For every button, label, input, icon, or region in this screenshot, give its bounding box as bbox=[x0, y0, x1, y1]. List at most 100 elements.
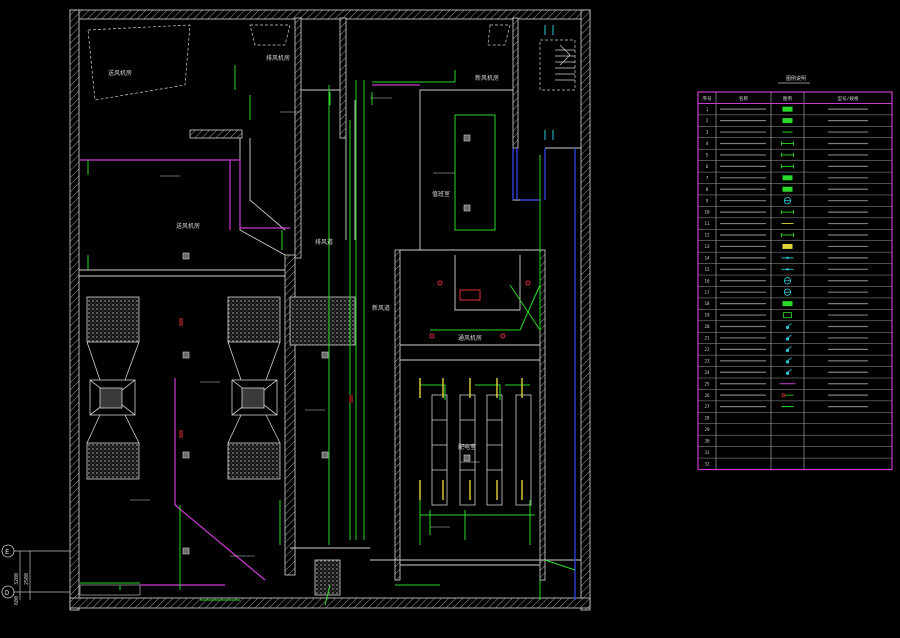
axis-markers: E D 3200 2500 600 bbox=[1, 544, 70, 605]
room-label: 配电室 bbox=[458, 443, 476, 451]
legend-row: 28 bbox=[704, 416, 710, 421]
legend-row: 30 bbox=[704, 439, 710, 444]
cable-tags bbox=[130, 97, 480, 557]
legend-row: 27 bbox=[704, 404, 868, 409]
legend-symbol-icon bbox=[782, 106, 793, 112]
legend-row: 11 bbox=[704, 221, 868, 226]
legend-row: 31 bbox=[704, 450, 710, 455]
legend-row-number: 18 bbox=[704, 301, 710, 306]
room-label: 值班室 bbox=[432, 190, 450, 198]
legend-symbol-icon bbox=[785, 346, 792, 352]
legend-row-number: 13 bbox=[704, 244, 710, 249]
legend-headers: 序号名称图例型号/规格 bbox=[702, 95, 859, 102]
legend-table: 图例说明 序号名称图例型号/规格 12345678910111213141516… bbox=[697, 75, 893, 471]
legend-row: 15 bbox=[704, 267, 868, 272]
legend-row-number: 25 bbox=[704, 381, 710, 386]
legend-row-number: 2 bbox=[706, 118, 709, 123]
legend-row: 2 bbox=[706, 118, 868, 123]
legend-row: 17 bbox=[704, 288, 868, 296]
legend-row: 21 bbox=[704, 334, 868, 341]
legend-grid bbox=[697, 91, 893, 471]
legend-row: 20 bbox=[704, 323, 868, 330]
axis-bubble-D bbox=[1, 585, 15, 599]
legend-row-number: 1 bbox=[706, 107, 709, 112]
axis-label-E: E bbox=[5, 548, 9, 556]
legend-row-number: 28 bbox=[704, 416, 710, 421]
legend-row-number: 27 bbox=[704, 404, 710, 409]
legend-row: 18 bbox=[704, 301, 868, 306]
legend-row: 24 bbox=[704, 368, 868, 375]
legend-symbol-icon bbox=[785, 323, 792, 330]
room-label: 通风机房 bbox=[458, 334, 482, 342]
legend-symbol-icon bbox=[782, 301, 793, 307]
legend-symbol-icon bbox=[781, 210, 794, 215]
legend-row: 29 bbox=[704, 427, 710, 432]
legend-row: 9 bbox=[706, 197, 868, 205]
legend-symbol-icon bbox=[781, 268, 794, 271]
legend-row-number: 5 bbox=[706, 153, 709, 158]
legend-row: 1 bbox=[706, 106, 868, 112]
room-label: 新风机房 bbox=[475, 74, 499, 82]
legend-row-number: 26 bbox=[704, 393, 710, 398]
fixtures bbox=[79, 134, 471, 596]
legend-rows: 1234567891011121314151617181920212223242… bbox=[704, 106, 868, 466]
legend-symbol-icon bbox=[785, 334, 792, 341]
legend-row-number: 12 bbox=[704, 233, 710, 238]
legend-title: 图例说明 bbox=[786, 75, 806, 82]
legend-row: 32 bbox=[704, 461, 710, 466]
floor-plan: 送风机房 排风机房 新风机房 送风机房 排风道 新风道 值班室 通风机房 配电室… bbox=[1, 9, 591, 611]
room-labels: 送风机房 排风机房 新风机房 送风机房 排风道 新风道 值班室 通风机房 配电室 bbox=[108, 54, 499, 451]
legend-row-number: 9 bbox=[706, 198, 709, 203]
legend-row-number: 6 bbox=[706, 164, 709, 169]
axis-label-D: D bbox=[5, 589, 9, 597]
legend-symbol-icon bbox=[781, 393, 794, 397]
legend-row-number: 8 bbox=[706, 187, 709, 192]
legend-row: 5 bbox=[706, 153, 868, 158]
legend-row-number: 7 bbox=[706, 175, 709, 180]
legend-row: 13 bbox=[704, 243, 868, 249]
room-label: 排风机房 bbox=[266, 54, 290, 62]
legend-row: 3 bbox=[706, 130, 868, 135]
legend-row-number: 19 bbox=[704, 313, 710, 318]
dim-lower: 600 bbox=[14, 596, 20, 605]
blue-lines bbox=[512, 148, 576, 600]
room-label: 送风机房 bbox=[176, 222, 200, 230]
legend-row: 25 bbox=[704, 381, 868, 386]
legend-row: 14 bbox=[704, 255, 868, 260]
legend-row: 26 bbox=[704, 393, 868, 398]
top-equipment bbox=[87, 24, 576, 101]
legend-row: 4 bbox=[706, 141, 868, 146]
legend-symbol-icon bbox=[781, 141, 794, 146]
legend-symbol-icon bbox=[783, 277, 792, 285]
legend-row: 16 bbox=[704, 277, 868, 285]
legend-row-number: 4 bbox=[706, 141, 709, 146]
server-racks bbox=[431, 394, 532, 506]
legend-row-number: 15 bbox=[704, 267, 710, 272]
legend-symbol-icon bbox=[785, 357, 792, 364]
legend-row: 6 bbox=[706, 164, 868, 169]
legend-symbol-icon bbox=[781, 152, 794, 157]
legend-row-number: 29 bbox=[704, 427, 710, 432]
red-markers bbox=[179, 280, 531, 438]
magenta-conduits bbox=[79, 84, 420, 586]
legend-symbol-icon bbox=[781, 164, 794, 169]
legend-row-number: 11 bbox=[704, 221, 710, 226]
equipment-blocks bbox=[86, 296, 356, 596]
legend-row-number: 21 bbox=[704, 336, 710, 341]
cyan-items bbox=[544, 25, 554, 140]
legend-row-number: 20 bbox=[704, 324, 710, 329]
legend-symbol-icon bbox=[783, 288, 792, 296]
room-label: 新风道 bbox=[372, 304, 390, 312]
room-label: 送风机房 bbox=[108, 69, 132, 77]
stairs bbox=[555, 44, 575, 81]
legend-symbol-icon bbox=[782, 186, 793, 192]
legend-header-cell: 序号 bbox=[702, 95, 712, 102]
legend-row-number: 23 bbox=[704, 358, 710, 363]
legend-row-number: 3 bbox=[706, 130, 709, 135]
legend-symbol-icon bbox=[782, 175, 793, 181]
legend-row: 8 bbox=[706, 186, 868, 192]
legend-row-number: 32 bbox=[704, 461, 710, 466]
legend-row-number: 16 bbox=[704, 278, 710, 283]
dim-mid: 2500 bbox=[24, 573, 30, 585]
